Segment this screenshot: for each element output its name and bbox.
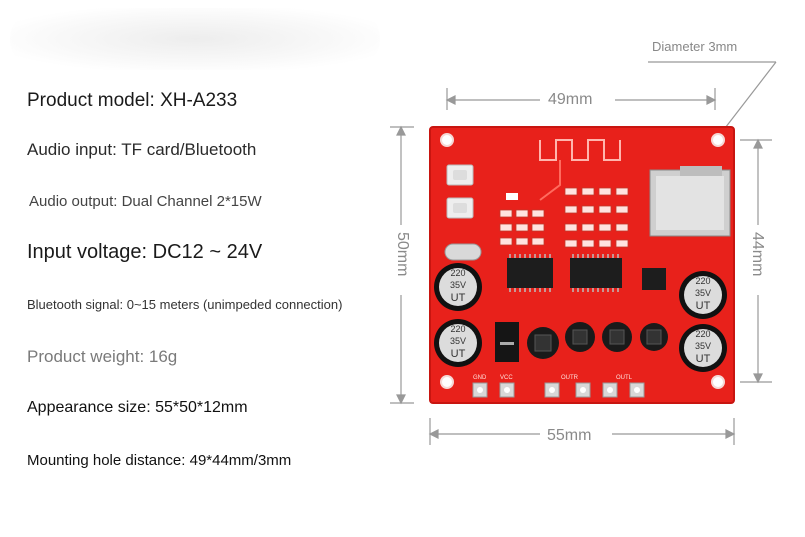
- spec-input-voltage: Input voltage: DC12 ~ 24V: [27, 241, 263, 263]
- svg-text:35V: 35V: [695, 341, 711, 351]
- mounting-hole: [711, 375, 725, 389]
- mounting-hole: [440, 133, 454, 147]
- tf-card-slot: [649, 166, 731, 237]
- svg-text:UT: UT: [696, 300, 711, 312]
- svg-text:35V: 35V: [450, 336, 466, 346]
- capacitor-left-bottom: 220 35V UT: [434, 319, 482, 367]
- pin-label-outr: OUTR: [561, 375, 579, 381]
- hole-diameter-label: Diameter 3mm: [652, 39, 738, 54]
- antenna-trace: [539, 139, 621, 161]
- terminal-pads: [472, 382, 645, 398]
- spec-appearance-size: Appearance size: 55*50*12mm: [27, 399, 248, 416]
- capacitor-left-top: 220 35V UT: [434, 263, 482, 311]
- mounting-hole: [440, 375, 454, 389]
- spec-bluetooth-signal: Bluetooth signal: 0~15 meters (unimpeded…: [27, 297, 343, 312]
- dimension-top-label: 49mm: [548, 91, 593, 108]
- svg-text:UT: UT: [696, 353, 711, 365]
- smd-components: [499, 187, 629, 248]
- capacitor-right-bottom: 220 35V UT: [679, 324, 727, 372]
- pin-label-vcc: VCC: [500, 375, 513, 381]
- crystal-component: [444, 243, 482, 261]
- dimension-right-label: 44mm: [749, 232, 766, 277]
- spec-product-weight: Product weight: 16g: [27, 347, 178, 366]
- spec-audio-output: Audio output: Dual Channel 2*15W: [29, 193, 262, 210]
- bluetooth-ic: [570, 254, 622, 292]
- spec-mounting-holes: Mounting hole distance: 49*44mm/3mm: [27, 452, 292, 469]
- svg-text:220: 220: [695, 276, 710, 286]
- svg-text:220: 220: [695, 329, 710, 339]
- svg-text:35V: 35V: [450, 280, 466, 290]
- amplifier-ic: [507, 254, 553, 292]
- svg-text:220: 220: [450, 324, 465, 334]
- blurred-background-area: [10, 8, 380, 70]
- dimension-lines: [390, 61, 777, 445]
- svg-text:220: 220: [450, 268, 465, 278]
- dimension-left-label: 50mm: [394, 232, 411, 277]
- regulator-component: [642, 268, 666, 290]
- svg-text:UT: UT: [451, 348, 466, 360]
- svg-text:UT: UT: [451, 292, 466, 304]
- spec-audio-input: Audio input: TF card/Bluetooth: [27, 140, 257, 159]
- capacitor-right-top: 220 35V UT: [679, 271, 727, 319]
- svg-text:35V: 35V: [695, 288, 711, 298]
- pcb-board: 220 35V UT 220 35V UT 220 35V UT 220 35V…: [429, 126, 735, 404]
- spec-product-model: Product model: XH-A233: [27, 90, 238, 111]
- dimension-bottom-label: 55mm: [547, 427, 592, 444]
- pin-label-outl: OUTL: [616, 375, 633, 381]
- mounting-hole: [711, 133, 725, 147]
- pin-label-gnd: GND: [473, 375, 487, 381]
